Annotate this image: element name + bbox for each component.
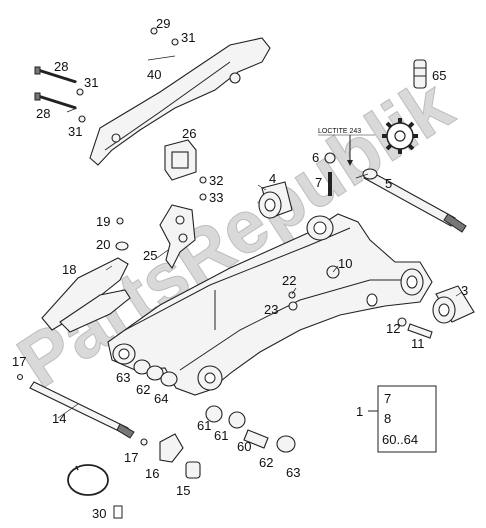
nut-31-a [76, 88, 84, 96]
callout-labels: 29 31 40 65 28 31 28 31 26 32 33 6 7 4 5… [12, 16, 468, 521]
pivot-shaft-14 [29, 381, 135, 439]
loctite-note: LOCTITE 243 [318, 128, 361, 135]
chain-guide-18 [41, 257, 131, 333]
label-4: 4 [269, 171, 276, 186]
label-15: 15 [176, 483, 190, 498]
label-31-low: 31 [68, 124, 82, 139]
chain-slider-block-26 [164, 139, 197, 181]
bearing-set-left [133, 359, 178, 387]
gear-icon [382, 118, 418, 154]
bearing-set-right [205, 405, 296, 453]
label-32: 32 [209, 173, 223, 188]
label-30: 30 [92, 506, 106, 521]
kit-row-3: 60..64 [382, 432, 418, 447]
screw-19 [116, 217, 124, 225]
kit-row-2: 8 [384, 411, 391, 426]
bush-15 [185, 461, 201, 479]
label-28-upper: 28 [54, 59, 68, 74]
nut-31-b [78, 115, 86, 123]
label-64: 64 [154, 391, 168, 406]
label-18: 18 [62, 262, 76, 277]
chain-guard [89, 37, 271, 166]
label-23: 23 [264, 302, 278, 317]
swingarm-axle-5 [362, 168, 467, 233]
label-22: 22 [282, 273, 296, 288]
washer-33 [199, 193, 207, 201]
nut-8 [324, 152, 336, 164]
grease-17a [16, 373, 24, 381]
label-62-right: 62 [259, 455, 273, 470]
label-31-mid: 31 [84, 75, 98, 90]
label-60: 60 [237, 439, 251, 454]
label-12: 12 [386, 321, 400, 336]
screw-32 [199, 176, 207, 184]
label-61-a: 61 [197, 418, 211, 433]
label-33: 33 [209, 190, 223, 205]
bolt-28-upper [34, 66, 77, 84]
screw-22 [288, 291, 296, 299]
checkbox-icon [113, 505, 123, 519]
grease-nipple-65 [413, 59, 427, 89]
bolt-28-lower [34, 92, 77, 110]
label-14: 14 [52, 411, 66, 426]
label-7: 7 [315, 175, 322, 190]
label-19: 19 [96, 214, 110, 229]
label-3: 3 [461, 283, 468, 298]
label-17-left: 17 [12, 354, 26, 369]
kit-row-1: 7 [384, 391, 391, 406]
swingarm-body [107, 213, 433, 396]
label-62-left: 62 [136, 382, 150, 397]
circlip-30 [67, 464, 109, 496]
nut-23 [288, 301, 298, 311]
label-29: 29 [156, 16, 170, 31]
label-5: 5 [385, 176, 392, 191]
label-40: 40 [147, 67, 161, 82]
kit-box: 1 7 8 60..64 [356, 385, 437, 453]
label-61-b: 61 [214, 428, 228, 443]
label-10: 10 [338, 256, 352, 271]
label-11: 11 [411, 336, 425, 351]
label-16: 16 [145, 466, 159, 481]
bracket-25 [159, 204, 196, 270]
kit-ref: 1 [356, 404, 363, 419]
screw-29 [150, 27, 158, 35]
washer-20 [115, 241, 129, 251]
label-28-lower: 28 [36, 106, 50, 121]
label-63-right: 63 [286, 465, 300, 480]
label-25: 25 [143, 248, 157, 263]
label-26: 26 [182, 126, 196, 141]
label-17-right: 17 [124, 450, 138, 465]
washer-12 [397, 317, 407, 327]
label-20: 20 [96, 237, 110, 252]
grease-17b [140, 438, 148, 446]
label-31-top: 31 [181, 30, 195, 45]
nut-31-c [171, 38, 179, 46]
bolt-11 [407, 323, 433, 339]
bushing-3 [432, 285, 475, 324]
bushing-4 [258, 181, 293, 219]
label-8: 6 [312, 150, 319, 165]
chain-guide-holder-16 [159, 433, 184, 463]
label-63-left: 63 [116, 370, 130, 385]
label-65: 65 [432, 68, 446, 83]
